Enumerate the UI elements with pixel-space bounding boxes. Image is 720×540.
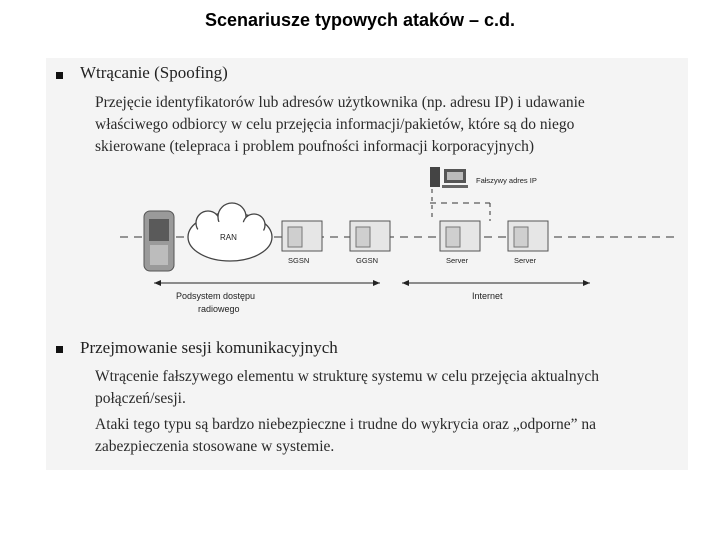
- text-line: połączeń/sesji.: [95, 388, 599, 410]
- node-label: Server: [514, 256, 537, 265]
- server-node-icon: [508, 221, 548, 251]
- node-label: SGSN: [288, 256, 309, 265]
- bullet-icon: [56, 72, 63, 79]
- bullet-icon: [56, 346, 63, 353]
- node-label: GGSN: [356, 256, 378, 265]
- page-title: Scenariusze typowych ataków – c.d.: [0, 10, 720, 31]
- text-line: Wtrącenie fałszywego elementu w struktur…: [95, 366, 599, 388]
- ggsn-node-icon: [350, 221, 390, 251]
- mobile-phone-icon: [144, 211, 174, 271]
- server-node-icon: [440, 221, 480, 251]
- text-line: właściwego odbiorcy w celu przejęcia inf…: [95, 114, 585, 136]
- network-diagram: RAN SGSN GGSN Server Server Fałszywy adr…: [120, 165, 680, 325]
- access-label: radiowego: [198, 304, 240, 314]
- text-line: skierowane (telepraca i problem poufnośc…: [95, 136, 585, 158]
- sgsn-node-icon: [282, 221, 322, 251]
- internet-label: Internet: [472, 291, 503, 301]
- ran-cloud-icon: [188, 203, 272, 261]
- fake-ip-label: Fałszywy adres IP: [476, 176, 537, 185]
- access-label: Podsystem dostępu: [176, 291, 255, 301]
- section-heading-spoofing: Wtrącanie (Spoofing): [80, 63, 228, 83]
- text-line: Ataki tego typu są bardzo niebezpieczne …: [95, 414, 596, 436]
- session-hijacking-risk: Ataki tego typu są bardzo niebezpieczne …: [95, 414, 596, 458]
- attacker-workstation-icon: [430, 167, 468, 188]
- text-line: zabezpieczenia stosowane w systemie.: [95, 436, 596, 458]
- spoofing-description: Przejęcie identyfikatorów lub adresów uż…: [95, 92, 585, 158]
- text-line: Przejęcie identyfikatorów lub adresów uż…: [95, 92, 585, 114]
- access-span-arrow: [154, 280, 380, 286]
- node-label: Server: [446, 256, 469, 265]
- ran-label: RAN: [220, 233, 237, 242]
- session-hijacking-description: Wtrącenie fałszywego elementu w struktur…: [95, 366, 599, 410]
- section-heading-session-hijacking: Przejmowanie sesji komunikacyjnych: [80, 338, 338, 358]
- internet-span-arrow: [402, 280, 590, 286]
